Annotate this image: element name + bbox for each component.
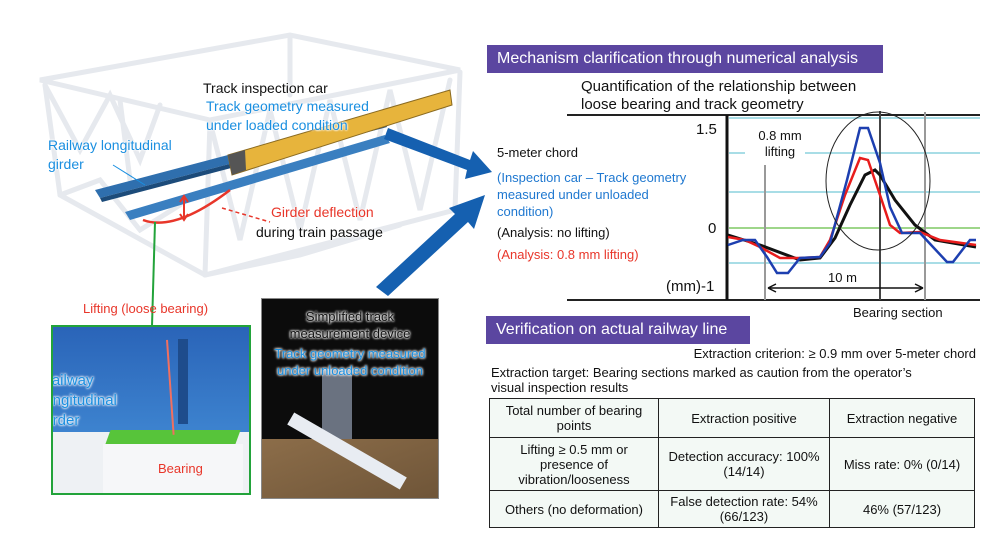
analysis-header: Mechanism clarification through numerica… <box>487 45 883 73</box>
table-cell: 46% (57/123) <box>829 490 975 528</box>
loaded-label-1: Track geometry measured <box>206 98 369 114</box>
verification-header: Verification on actual railway line <box>486 316 750 344</box>
series-measured <box>727 126 976 275</box>
bearing-label: Bearing <box>158 461 203 476</box>
girder-leader <box>112 164 146 186</box>
truss-bridge <box>39 32 463 278</box>
photo-girder-line: girder <box>52 412 80 429</box>
device-label-2: measurement device <box>289 326 411 341</box>
photo-girder-line: Railway <box>51 372 94 389</box>
table-row: Lifting ≥ 0.5 mm or presence of vibratio… <box>489 437 975 491</box>
photo-girder-label: Railway longitudinal girder <box>51 371 117 431</box>
y-tick-bottom: (mm)-1 <box>666 278 715 295</box>
extraction-criterion: Extraction criterion: ≥ 0.9 mm over 5-me… <box>693 346 976 361</box>
header-cell: Extraction negative <box>829 398 975 438</box>
header-cell: Total number of bearing points <box>489 398 659 438</box>
girder-label-2: girder <box>48 156 84 172</box>
extraction-target-1: Extraction target: Bearing sections mark… <box>491 365 912 380</box>
device-photo: Simplified track measurement device Trac… <box>261 298 439 499</box>
y-tick-top: 1.5 <box>696 121 717 138</box>
verification-table: Total number of bearing points Extractio… <box>489 398 975 528</box>
span-label: 10 m <box>828 270 857 285</box>
bearing-section-label: Bearing section <box>853 305 943 320</box>
chart-subtitle-1: Quantification of the relationship betwe… <box>581 78 857 95</box>
deflection-leader <box>221 207 271 223</box>
lifting-note-2: lifting <box>764 144 796 159</box>
legend-lifting: (Analysis: 0.8 mm lifting) <box>497 247 639 262</box>
table-cell: False detection rate: 54% (66/123) <box>658 490 830 528</box>
photo-girder-line: longitudinal <box>52 392 117 409</box>
bearing-photo: Railway longitudinal girder Bearing <box>51 325 251 495</box>
table-cell: Detection accuracy: 100% (14/14) <box>658 437 830 491</box>
device-label-1: Simplified track <box>305 309 395 324</box>
table-cell: Lifting ≥ 0.5 mm or presence of vibratio… <box>489 437 659 491</box>
legend-measured-2: measured under unloaded <box>497 187 649 202</box>
chord-label: 5-meter chord <box>497 145 578 160</box>
deflection-label-2: during train passage <box>256 224 383 240</box>
legend-no-lifting: (Analysis: no lifting) <box>497 225 610 240</box>
track-geometry-chart <box>567 111 980 301</box>
table-cell: Miss rate: 0% (0/14) <box>829 437 975 491</box>
legend-measured-1: (Inspection car – Track geometry <box>497 170 687 185</box>
deflection-arrow-icon <box>179 194 189 222</box>
green-leader <box>151 221 156 327</box>
y-tick-zero: 0 <box>708 220 717 237</box>
girder-label-1: Railway longitudinal <box>48 137 172 153</box>
chart-subtitle-2: loose bearing and track geometry <box>581 96 804 113</box>
flow-arrow-icon <box>376 128 492 296</box>
inspection-car <box>227 89 453 176</box>
inspection-car-label: Track inspection car <box>203 80 328 96</box>
span-arrow-icon <box>767 283 924 293</box>
unloaded-label-2: under unloaded condition <box>276 363 423 378</box>
lifting-label: Lifting (loose bearing) <box>83 301 209 316</box>
lifting-note-1: 0.8 mm <box>758 128 802 143</box>
extraction-target-2: visual inspection results <box>491 380 629 395</box>
peak-highlight <box>825 111 931 251</box>
legend-measured-3: condition) <box>497 204 554 219</box>
header-cell: Extraction positive <box>658 398 830 438</box>
table-cell: Others (no deformation) <box>489 490 659 528</box>
unloaded-label-1: Track geometry measured <box>274 346 426 361</box>
loaded-label-2: under loaded condition <box>206 117 348 133</box>
deflection-label-1: Girder deflection <box>271 204 374 220</box>
deflection-curve <box>142 189 231 224</box>
table-row: Others (no deformation) False detection … <box>489 490 975 528</box>
table-header-row: Total number of bearing points Extractio… <box>489 398 975 438</box>
